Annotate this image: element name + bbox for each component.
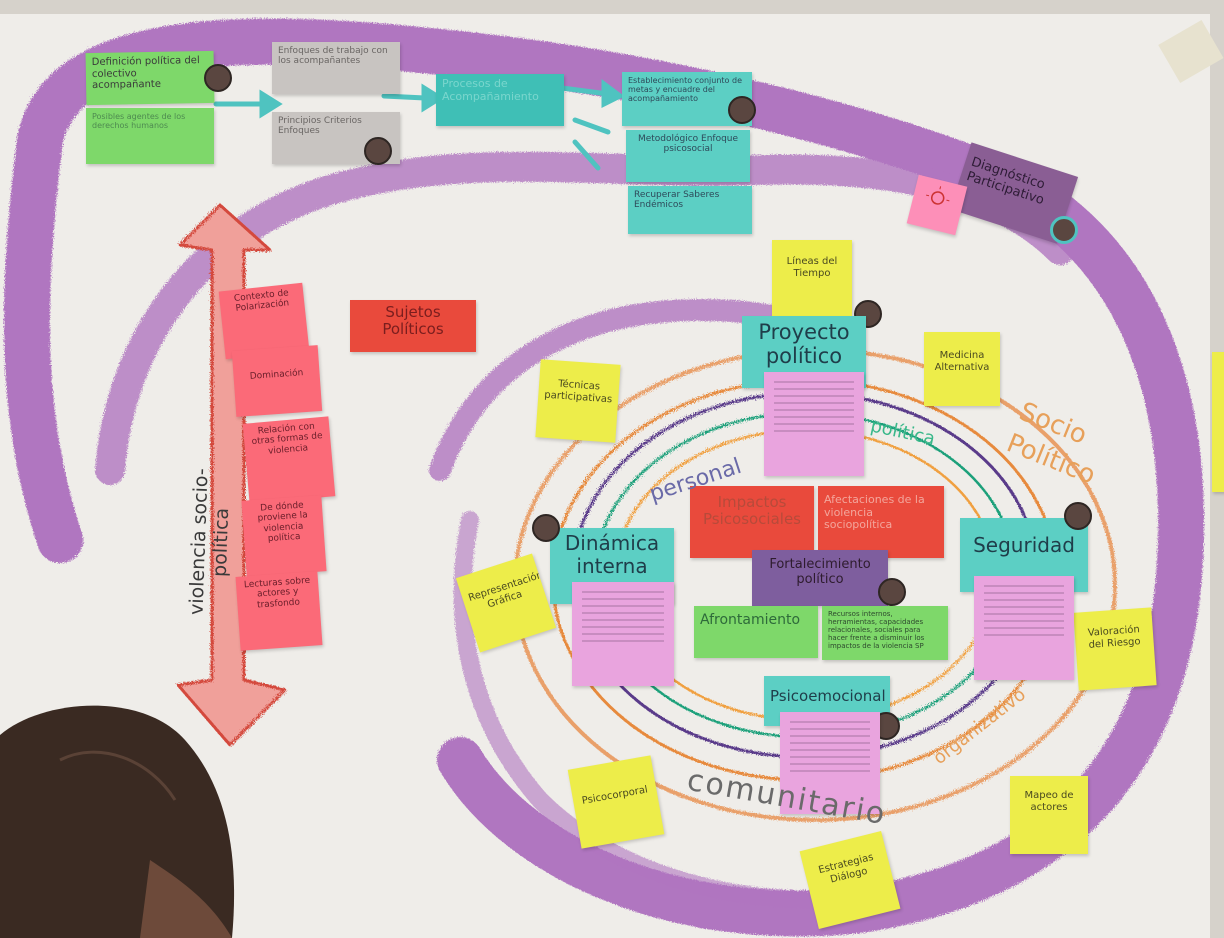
note-text: Enfoques de trabajo con los acompañantes	[278, 46, 388, 67]
note-text: Mapeo de actores	[1024, 790, 1074, 813]
note-pink-drawing	[906, 174, 968, 236]
note-afectaciones: Afectaciones de la violencia sociopolíti…	[818, 486, 944, 558]
note-fortalecimiento: Fortalecimiento político	[752, 550, 888, 606]
note-text: Psicoemocional	[770, 687, 886, 705]
note-mapeo: Mapeo de actores	[1010, 776, 1088, 854]
note-text: Representación Gráfica	[467, 569, 545, 610]
note-lineas-tiempo: Líneas del Tiempo	[772, 240, 852, 316]
note-psicocorporal: Psicocorporal	[567, 755, 665, 849]
note-text: Recuperar Saberes Endémicos	[634, 190, 720, 211]
note-text: Dominación	[249, 368, 304, 382]
note-text: Fortalecimiento político	[769, 557, 871, 587]
note-recuperar-saberes: Recuperar Saberes Endémicos	[628, 186, 752, 234]
note-definicion-politica: Definición política del colectivo acompa…	[85, 50, 215, 106]
note-relacion: Relación con otras formas de violencia	[242, 416, 336, 504]
note-text: Posibles agentes de los derechos humanos	[92, 112, 186, 131]
note-text: Metodológico Enfoque psicosocial	[637, 134, 739, 155]
note-text: Afectaciones de la violencia sociopolíti…	[824, 493, 925, 532]
note-text: Lecturas sobre actores y trasfondo	[243, 575, 311, 611]
note-medicina: Medicina Alternativa	[924, 332, 1000, 406]
note-text: Técnicas participativas	[543, 378, 613, 405]
sticker-dot-3	[728, 96, 756, 124]
note-text: Diagnóstico Participativo	[964, 154, 1047, 209]
note-edge-partial	[1212, 352, 1224, 492]
note-dominacion: Dominación	[231, 345, 323, 417]
note-lilac-psico	[780, 712, 880, 814]
note-lilac-dinamica	[572, 582, 674, 686]
tape-strip	[1158, 19, 1224, 84]
note-text: Establecimiento conjunto de metas y encu…	[628, 76, 742, 104]
note-establecimiento: Establecimiento conjunto de metas y encu…	[622, 72, 752, 126]
note-text: Principios Criterios Enfoques	[278, 116, 362, 137]
note-lilac-seguridad	[974, 576, 1074, 680]
sticker-dot-1	[204, 64, 232, 92]
note-text: Seguridad	[973, 533, 1075, 557]
note-text: Líneas del Tiempo	[786, 256, 838, 279]
note-text: Psicocorporal	[581, 784, 649, 807]
teal-arrows	[213, 79, 625, 171]
note-text: Definición política del colectivo acompa…	[91, 55, 200, 92]
sticker-dot-dinamica	[532, 514, 560, 542]
note-text: Valoración del Riesgo	[1087, 624, 1141, 651]
sticker-dot-fortalecimiento	[878, 578, 906, 606]
note-text: Estrategias Diálogo	[817, 851, 875, 886]
note-text: Medicina Alternativa	[934, 350, 990, 373]
note-sujetos-politicos: Sujetos Políticos	[350, 300, 476, 352]
note-text: Afrontamiento	[700, 612, 801, 628]
note-text: Impactos Psicosociales	[703, 493, 801, 529]
note-afrontamiento: Afrontamiento	[694, 606, 818, 658]
note-text: Proyecto político	[758, 320, 850, 369]
note-text: Contexto de Polarización	[233, 288, 290, 315]
sticker-dot-diagnostico	[1050, 216, 1078, 244]
sticker-dot-2	[364, 137, 392, 165]
note-text: Recursos internos, herramientas, capacid…	[828, 610, 925, 651]
axis-label-violencia: violencia socio-política	[185, 467, 234, 616]
red-double-arrow	[176, 203, 287, 747]
note-recursos: Recursos internos, herramientas, capacid…	[822, 606, 948, 660]
sticker-dot-seguridad	[1064, 502, 1092, 530]
note-text: Dinámica interna	[564, 531, 660, 578]
bulb-icon	[925, 186, 950, 205]
note-lecturas: Lecturas sobre actores y trasfondo	[235, 571, 323, 651]
note-enfoques-trabajo: Enfoques de trabajo con los acompañantes	[272, 42, 400, 94]
note-lilac-proyecto	[764, 372, 864, 476]
note-text: De dónde proviene la violencia política	[257, 500, 309, 545]
note-text: Procesos de Acompañamiento	[442, 77, 539, 103]
note-text: Sujetos Políticos	[382, 303, 444, 339]
note-metodologico: Metodológico Enfoque psicosocial	[626, 130, 750, 182]
note-de-donde: De dónde proviene la violencia política	[241, 495, 327, 577]
note-procesos-acompanamiento: Procesos de Acompañamiento	[436, 74, 564, 126]
person-head	[0, 705, 235, 938]
note-text: Relación con otras formas de violencia	[251, 421, 324, 457]
note-agentes: Posibles agentes de los derechos humanos	[86, 108, 214, 164]
note-impactos: Impactos Psicosociales	[690, 486, 814, 558]
note-valoracion: Valoración del Riesgo	[1073, 607, 1157, 691]
note-tecnicas: Técnicas participativas	[535, 359, 621, 443]
